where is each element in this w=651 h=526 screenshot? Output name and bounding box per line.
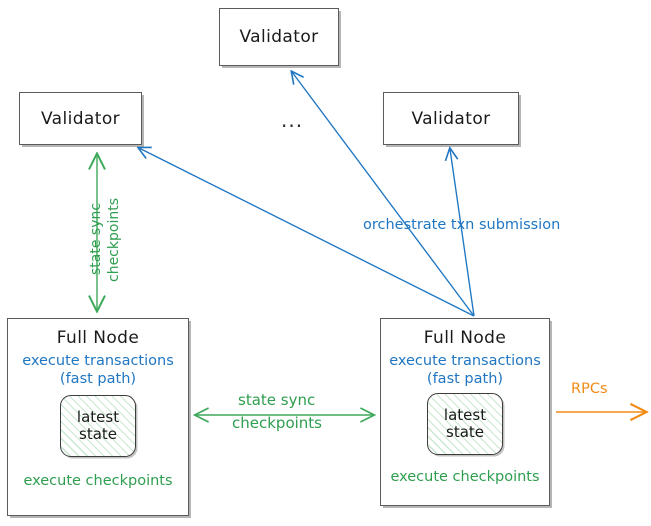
full-node-right-green-text: execute checkpoints: [390, 469, 540, 486]
state-box-line-1: latest: [76, 407, 120, 426]
node-full-node-left[interactable]: Full Node execute transactions (fast pat…: [7, 318, 189, 516]
edge-label-state-sync-vertical-line1: state sync: [88, 202, 104, 275]
node-validator-right[interactable]: Validator: [383, 92, 519, 145]
edge-label-state-sync-horizontal-line1: state sync: [238, 391, 316, 409]
validators-ellipsis: ...: [281, 108, 304, 132]
validator-right-label: Validator: [411, 108, 491, 129]
state-box-line-2: state: [79, 425, 117, 444]
full-node-left-blue-text: execute transactions (fast path): [22, 353, 174, 387]
full-node-right-title: Full Node: [423, 328, 507, 348]
edge-label-state-sync-horizontal-line2: checkpoints: [232, 414, 322, 432]
state-box-line-1: latest: [443, 405, 487, 424]
edge-label-rpcs: RPCs: [571, 381, 608, 397]
full-node-left-green-text: execute checkpoints: [23, 473, 173, 490]
edge-label-orchestrate: orchestrate txn submission: [363, 217, 561, 233]
node-validator-top[interactable]: Validator: [219, 8, 339, 66]
full-node-left-state-box: latest state: [60, 395, 136, 458]
validator-top-label: Validator: [239, 27, 319, 47]
node-full-node-right[interactable]: Full Node execute transactions (fast pat…: [380, 318, 550, 506]
node-validator-left[interactable]: Validator: [19, 92, 142, 145]
full-node-right-blue-text: execute transactions (fast path): [389, 353, 541, 387]
state-box-line-2: state: [446, 423, 484, 442]
full-node-left-title: Full Node: [56, 328, 140, 348]
edge-label-state-sync-vertical-line2: checkpoints: [106, 198, 122, 282]
full-node-right-state-box: latest state: [427, 393, 503, 456]
validator-left-label: Validator: [40, 108, 121, 129]
